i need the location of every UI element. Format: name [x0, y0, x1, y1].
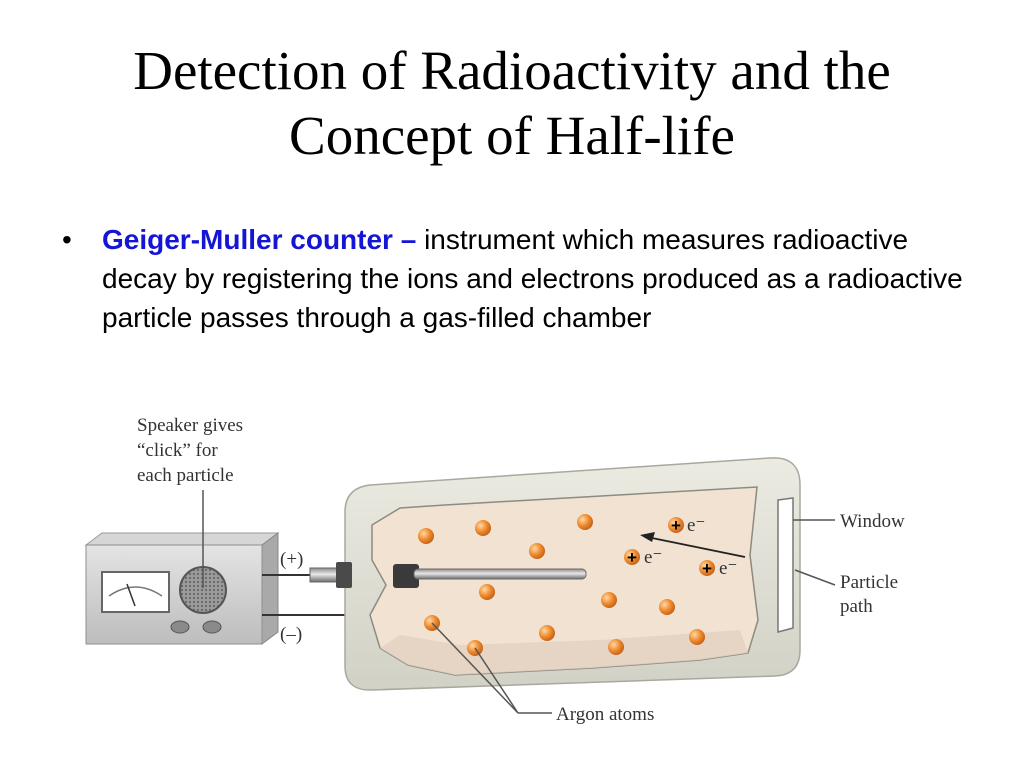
bullet-dash: – — [392, 224, 425, 255]
meter-dial — [101, 571, 170, 613]
speaker-label: Speaker gives “click” for each particle — [137, 415, 248, 486]
ion-plus-sign: + — [627, 548, 637, 567]
argon-atom — [689, 629, 705, 645]
argon-atom — [608, 639, 624, 655]
control-knob-left — [170, 620, 190, 634]
speaker-label-line-2: “click” for — [137, 440, 218, 461]
argon-atom — [479, 584, 495, 600]
positive-ion — [699, 560, 715, 576]
electron-label: e⁻ — [719, 558, 737, 579]
window-label: Window — [840, 511, 905, 532]
counter-box — [84, 532, 280, 645]
bullet-point: • Geiger-Muller counter – instrument whi… — [62, 220, 972, 337]
ion-plus-sign: + — [671, 516, 681, 535]
bullet-term: Geiger-Muller counter — [102, 224, 393, 255]
positive-ion — [624, 549, 640, 565]
argon-atom — [418, 528, 434, 544]
argon-atom — [529, 543, 545, 559]
argon-atom — [539, 625, 555, 641]
particle-path-leader-line — [794, 569, 836, 586]
ion-pairs: + e⁻ + e⁻ + e⁻ — [624, 515, 737, 579]
title-line-2: Concept of Half-life — [289, 105, 735, 166]
particle-path-label-line-2: path — [840, 596, 873, 617]
particle-path-label-line-1: Particle — [840, 572, 898, 593]
slide-title: Detection of Radioactivity and the Conce… — [0, 38, 1024, 168]
negative-terminal-label: (–) — [280, 624, 302, 645]
argon-atom — [475, 520, 491, 536]
central-electrode — [393, 564, 587, 588]
electron-label: e⁻ — [644, 547, 662, 568]
speaker-label-line-1: Speaker gives — [137, 415, 243, 436]
control-knob-right — [202, 620, 222, 634]
argon-atom — [601, 592, 617, 608]
title-line-1: Detection of Radioactivity and the — [133, 40, 891, 101]
ion-plus-sign: + — [702, 559, 712, 578]
positive-terminal-label: (+) — [280, 549, 303, 570]
positive-ion — [668, 517, 684, 533]
argon-leader-lines — [431, 622, 552, 714]
particle-path-arrow — [640, 532, 746, 558]
bullet-definition: instrument which measures radioactive de… — [102, 224, 963, 333]
argon-atoms-label: Argon atoms — [556, 704, 654, 725]
tube-connector — [309, 562, 352, 588]
argon-atom — [577, 514, 593, 530]
electron-label: e⁻ — [687, 515, 705, 536]
bullet-text: Geiger-Muller counter – instrument which… — [102, 220, 972, 337]
bullet-symbol: • — [62, 224, 72, 255]
particle-path-label: Particle path — [840, 572, 903, 617]
tube-window — [777, 497, 794, 633]
argon-atom — [659, 599, 675, 615]
speaker-label-line-3: each particle — [137, 465, 234, 486]
